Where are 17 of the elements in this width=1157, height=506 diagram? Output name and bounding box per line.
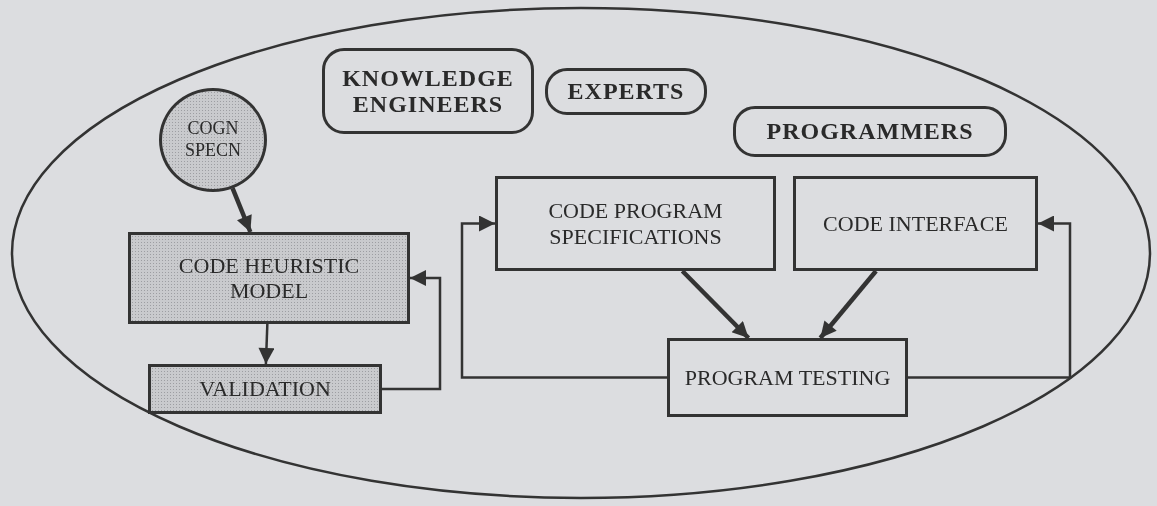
role-label: EXPERTS (545, 68, 707, 115)
boundary-ellipse (10, 6, 1152, 500)
process-box: CODE PROGRAM SPECIFICATIONS (495, 176, 776, 271)
arrow (460, 215, 667, 379)
role-label: PROGRAMMERS (733, 106, 1007, 157)
arrow (908, 215, 1072, 379)
process-box: CODE HEURISTIC MODEL (128, 232, 410, 324)
arrow (258, 323, 275, 365)
arrow (680, 269, 751, 340)
specification-circle: COGN SPECN (159, 88, 267, 192)
arrow (818, 269, 878, 340)
process-box: VALIDATION (148, 364, 382, 414)
arrow (382, 270, 442, 391)
arrow (230, 187, 253, 233)
role-label: KNOWLEDGE ENGINEERS (322, 48, 534, 134)
process-box: PROGRAM TESTING (667, 338, 908, 417)
process-box: CODE INTERFACE (793, 176, 1038, 271)
